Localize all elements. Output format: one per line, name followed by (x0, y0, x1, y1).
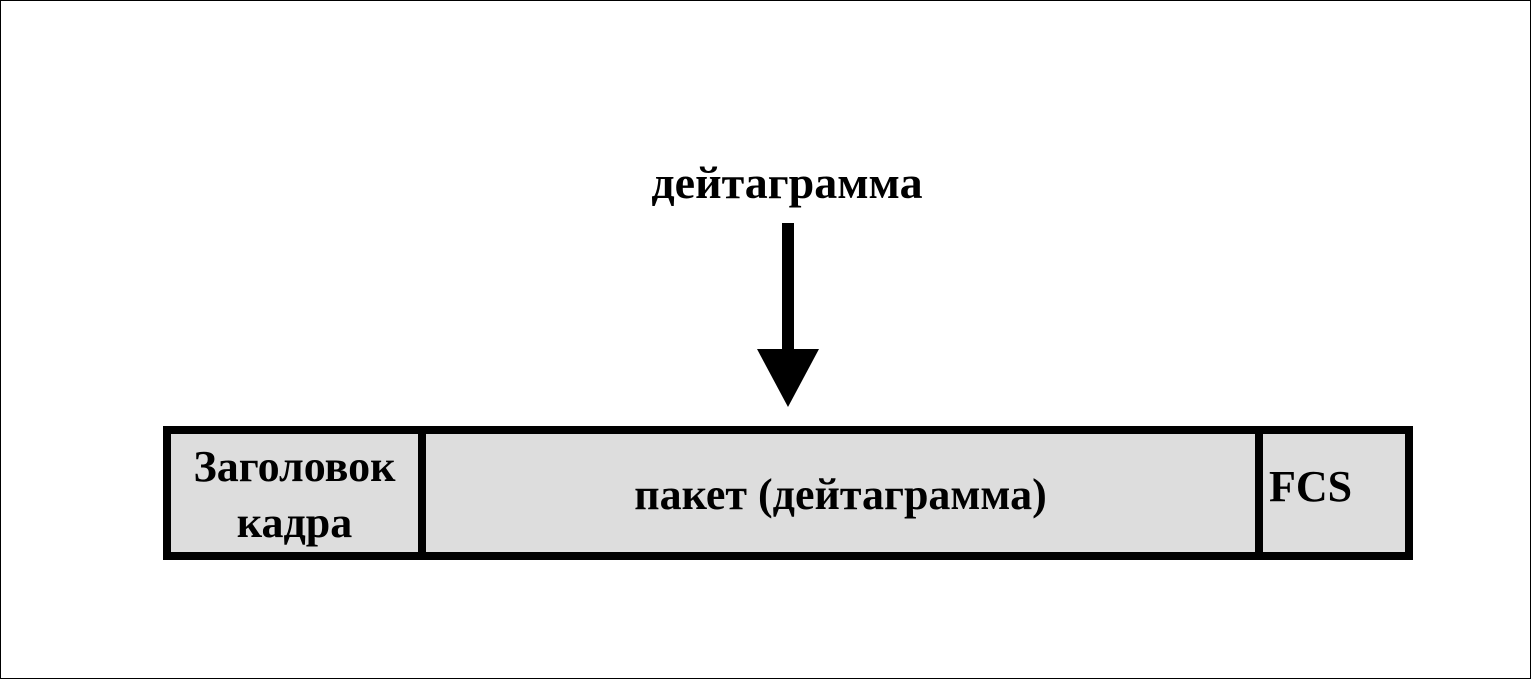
frame-header-line-2: кадра (236, 498, 353, 547)
frame-header-text: Заголовок кадра (171, 444, 418, 546)
packet-payload-text: пакет (дейтаграмма) (634, 470, 1047, 519)
fcs-trailer-cell: FCS (1255, 426, 1413, 560)
datagram-label: дейтаграмма (651, 157, 923, 208)
frame-header-line-1: Заголовок (193, 442, 396, 491)
fcs-trailer-text: FCS (1269, 462, 1353, 511)
arrow-head (757, 349, 819, 407)
packet-payload-cell: пакет (дейтаграмма) (418, 426, 1263, 560)
arrow-shaft (782, 223, 794, 353)
frame-header-cell: Заголовок кадра (163, 426, 426, 560)
